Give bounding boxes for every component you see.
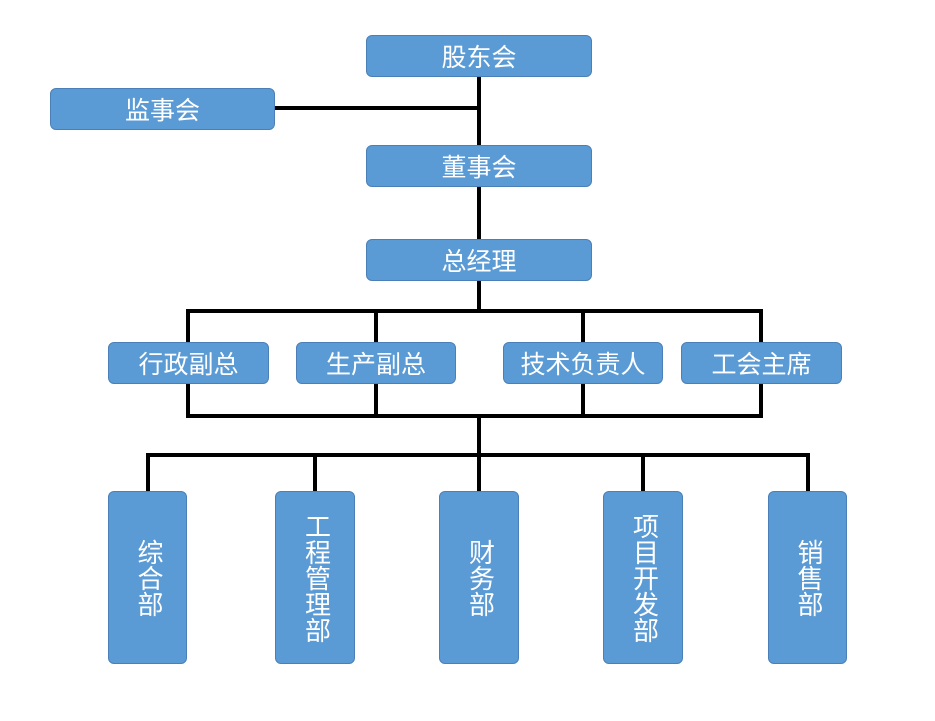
dept-finance-box: 财务部 <box>439 491 519 664</box>
supervisory-board-label: 监事会 <box>124 96 200 125</box>
general-manager-label: 总经理 <box>441 247 517 276</box>
dept-sales-label: 销售部 <box>793 538 823 617</box>
dept-engineering-label: 工程管理部 <box>300 512 331 643</box>
union-chair-box: 工会主席 <box>681 342 842 384</box>
dept-engineering-box: 工程管理部 <box>275 491 355 664</box>
dept-sales-box: 销售部 <box>768 491 847 664</box>
vp-production-box: 生产副总 <box>296 342 456 384</box>
shareholders-meeting-box: 股东会 <box>366 35 592 77</box>
dept-finance-label: 财务部 <box>464 538 495 617</box>
dept-general-label: 综合部 <box>133 538 163 617</box>
dept-project-label: 项目开发部 <box>628 512 659 643</box>
tech-lead-label: 技术负责人 <box>520 350 646 379</box>
general-manager-box: 总经理 <box>366 239 592 281</box>
vp-production-label: 生产副总 <box>325 350 426 379</box>
shareholders-meeting-label: 股东会 <box>441 43 517 72</box>
board-of-directors-box: 董事会 <box>366 145 592 187</box>
dept-project-box: 项目开发部 <box>603 491 683 664</box>
vp-admin-label: 行政副总 <box>138 350 239 379</box>
dept-general-box: 综合部 <box>108 491 187 664</box>
union-chair-label: 工会主席 <box>711 350 812 379</box>
vp-admin-box: 行政副总 <box>108 342 269 384</box>
supervisory-board-box: 监事会 <box>50 88 275 130</box>
board-of-directors-label: 董事会 <box>441 153 517 182</box>
tech-lead-box: 技术负责人 <box>503 342 663 384</box>
